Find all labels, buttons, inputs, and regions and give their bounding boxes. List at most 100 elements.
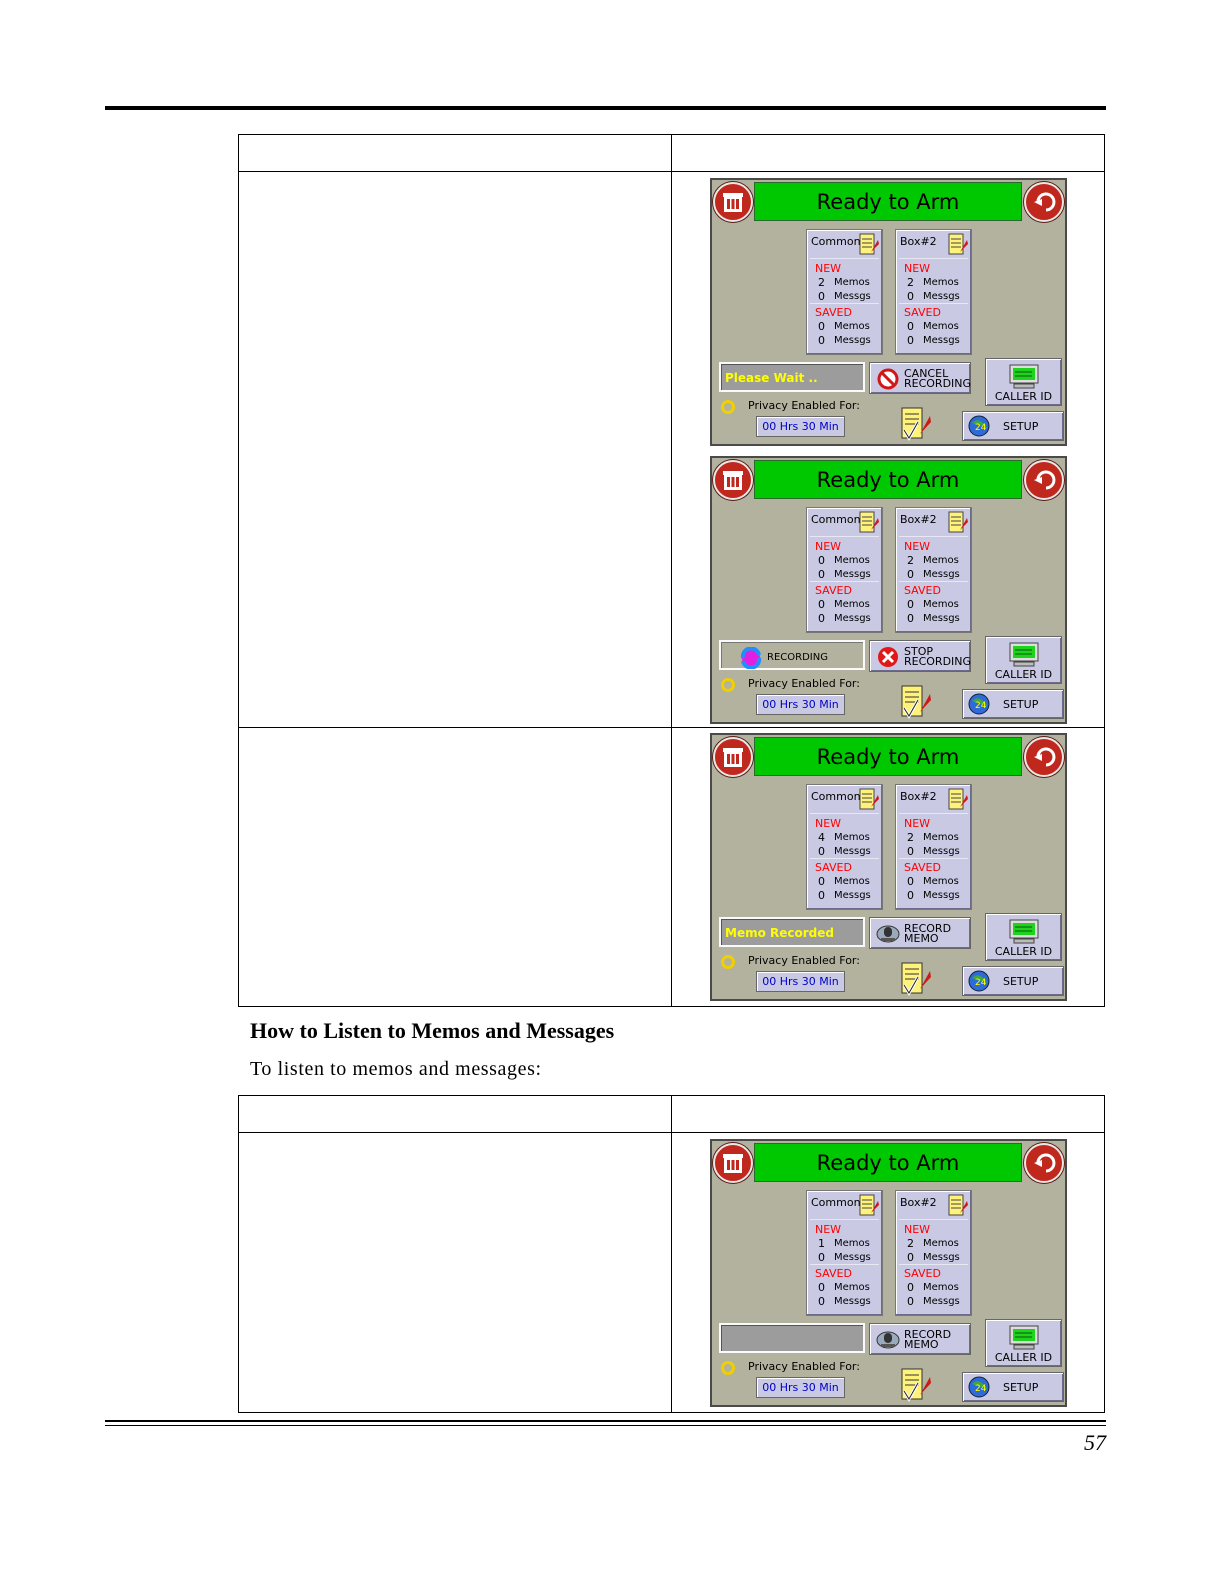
setup-label: SETUP xyxy=(1003,420,1039,433)
setup-button[interactable]: 24 SETUP xyxy=(962,411,1064,441)
mailbox-common[interactable]: Common NEW 2 Memos 0 Messgs SAVED 0 Memo… xyxy=(806,229,883,355)
record-action-button[interactable]: STOP RECORDING xyxy=(869,640,971,672)
messages-label: Messgs xyxy=(834,890,871,901)
home-button[interactable] xyxy=(713,737,753,777)
messages-label: Messgs xyxy=(834,613,871,624)
new-memos-count: 2 xyxy=(907,276,914,289)
back-arrow-icon xyxy=(1034,1153,1056,1173)
checklist-icon[interactable] xyxy=(898,1365,934,1405)
saved-messages-count: 0 xyxy=(907,1295,914,1308)
mailbox-common[interactable]: Common NEW 0 Memos 0 Messgs SAVED 0 Memo… xyxy=(806,507,883,633)
setup-label: SETUP xyxy=(1003,698,1039,711)
mailbox-name: Common xyxy=(811,235,861,248)
caller-id-display-icon xyxy=(1009,1325,1039,1350)
caller-id-label: CALLER ID xyxy=(994,668,1053,681)
saved-label: SAVED xyxy=(904,861,941,874)
privacy-time-field[interactable]: 00 Hrs 30 Min xyxy=(756,694,845,715)
action-icon-slot xyxy=(875,368,901,395)
mailbox-common[interactable]: Common NEW 4 Memos 0 Messgs SAVED 0 Memo… xyxy=(806,784,883,910)
messages-label: Messgs xyxy=(923,846,960,857)
privacy-indicator[interactable] xyxy=(721,400,735,414)
caller-id-button[interactable]: CALLER ID xyxy=(985,913,1062,961)
saved-memos-count: 0 xyxy=(818,320,825,333)
caller-id-button[interactable]: CALLER ID xyxy=(985,636,1062,684)
mailbox-name: Box#2 xyxy=(900,1196,937,1209)
arming-status-title: Ready to Arm xyxy=(754,460,1022,499)
action-label-line2: MEMO xyxy=(904,932,939,945)
privacy-indicator[interactable] xyxy=(721,1361,735,1375)
mailbox-box2[interactable]: Box#2 NEW 2 Memos 0 Messgs SAVED 0 Memos… xyxy=(895,229,972,355)
record-action-button[interactable]: RECORD MEMO xyxy=(869,917,971,949)
checklist-icon[interactable] xyxy=(898,682,934,722)
messages-label: Messgs xyxy=(834,846,871,857)
caller-id-button[interactable]: CALLER ID xyxy=(985,358,1062,406)
setup-globe-icon: 24 xyxy=(968,693,990,715)
privacy-time-field[interactable]: 00 Hrs 30 Min xyxy=(756,1377,845,1398)
caller-id-label: CALLER ID xyxy=(994,945,1053,958)
new-memos-count: 2 xyxy=(907,831,914,844)
action-label-line1: STOP xyxy=(904,645,933,658)
privacy-time-field[interactable]: 00 Hrs 30 Min xyxy=(756,971,845,992)
recording-status-field: Memo Recorded xyxy=(719,917,865,947)
privacy-indicator[interactable] xyxy=(721,955,735,969)
privacy-indicator[interactable] xyxy=(721,678,735,692)
setup-globe-icon: 24 xyxy=(968,415,990,437)
privacy-time-field[interactable]: 00 Hrs 30 Min xyxy=(756,416,845,437)
mailbox-name: Common xyxy=(811,1196,861,1209)
mailbox-common[interactable]: Common NEW 1 Memos 0 Messgs SAVED 0 Memo… xyxy=(806,1190,883,1316)
back-button[interactable] xyxy=(1024,182,1064,222)
mailbox-box2[interactable]: Box#2 NEW 2 Memos 0 Messgs SAVED 0 Memos… xyxy=(895,507,972,633)
checklist-icon[interactable] xyxy=(898,959,934,999)
section-heading: How to Listen to Memos and Messages xyxy=(250,1018,615,1043)
caller-id-label: CALLER ID xyxy=(994,390,1053,403)
home-button[interactable] xyxy=(713,1143,753,1183)
new-messages-count: 0 xyxy=(818,568,825,581)
memos-label: Memos xyxy=(834,277,870,288)
mailbox-name: Box#2 xyxy=(900,513,937,526)
saved-messages-count: 0 xyxy=(818,889,825,902)
caller-id-display-icon xyxy=(1009,364,1039,389)
record-action-button[interactable]: RECORD MEMO xyxy=(869,1323,971,1355)
privacy-label: Privacy Enabled For: xyxy=(748,399,860,412)
new-memos-count: 4 xyxy=(818,831,825,844)
mailbox-divider xyxy=(899,536,968,537)
mailbox-name: Box#2 xyxy=(900,235,937,248)
setup-button[interactable]: 24 SETUP xyxy=(962,1372,1064,1402)
back-button[interactable] xyxy=(1024,1143,1064,1183)
setup-button[interactable]: 24 SETUP xyxy=(962,689,1064,719)
saved-messages-count: 0 xyxy=(818,334,825,347)
back-button[interactable] xyxy=(1024,460,1064,500)
home-icon xyxy=(723,748,743,767)
saved-memos-count: 0 xyxy=(818,598,825,611)
action-icon-slot xyxy=(875,646,901,673)
header-rule xyxy=(105,106,1106,110)
arming-status-title: Ready to Arm xyxy=(754,737,1022,776)
arming-status-title: Ready to Arm xyxy=(754,1143,1022,1182)
keypad-screen-2: Ready to Arm Common NEW 0 Memos 0 Messgs xyxy=(710,456,1067,724)
checklist-icon[interactable] xyxy=(898,404,934,444)
mailbox-divider xyxy=(899,813,968,814)
record-action-button[interactable]: CANCEL RECORDING xyxy=(869,362,971,394)
recording-status-field: RECORDING xyxy=(719,640,865,670)
home-button[interactable] xyxy=(713,182,753,222)
mailbox-divider xyxy=(810,858,879,859)
saved-messages-count: 0 xyxy=(818,612,825,625)
caller-id-button[interactable]: CALLER ID xyxy=(985,1319,1062,1367)
home-button[interactable] xyxy=(713,460,753,500)
new-label: NEW xyxy=(815,262,842,275)
messages-label: Messgs xyxy=(834,335,871,346)
memos-label: Memos xyxy=(923,832,959,843)
mailbox-divider xyxy=(810,1219,879,1220)
privacy-label: Privacy Enabled For: xyxy=(748,677,860,690)
svg-text:24: 24 xyxy=(975,701,987,711)
back-button[interactable] xyxy=(1024,737,1064,777)
mailbox-box2[interactable]: Box#2 NEW 2 Memos 0 Messgs SAVED 0 Memos… xyxy=(895,1190,972,1316)
new-label: NEW xyxy=(815,1223,842,1236)
memos-label: Memos xyxy=(834,599,870,610)
setup-button[interactable]: 24 SETUP xyxy=(962,966,1064,996)
mailbox-box2[interactable]: Box#2 NEW 2 Memos 0 Messgs SAVED 0 Memos… xyxy=(895,784,972,910)
messages-label: Messgs xyxy=(834,569,871,580)
setup-label: SETUP xyxy=(1003,1381,1039,1394)
new-label: NEW xyxy=(904,262,931,275)
new-label: NEW xyxy=(904,817,931,830)
